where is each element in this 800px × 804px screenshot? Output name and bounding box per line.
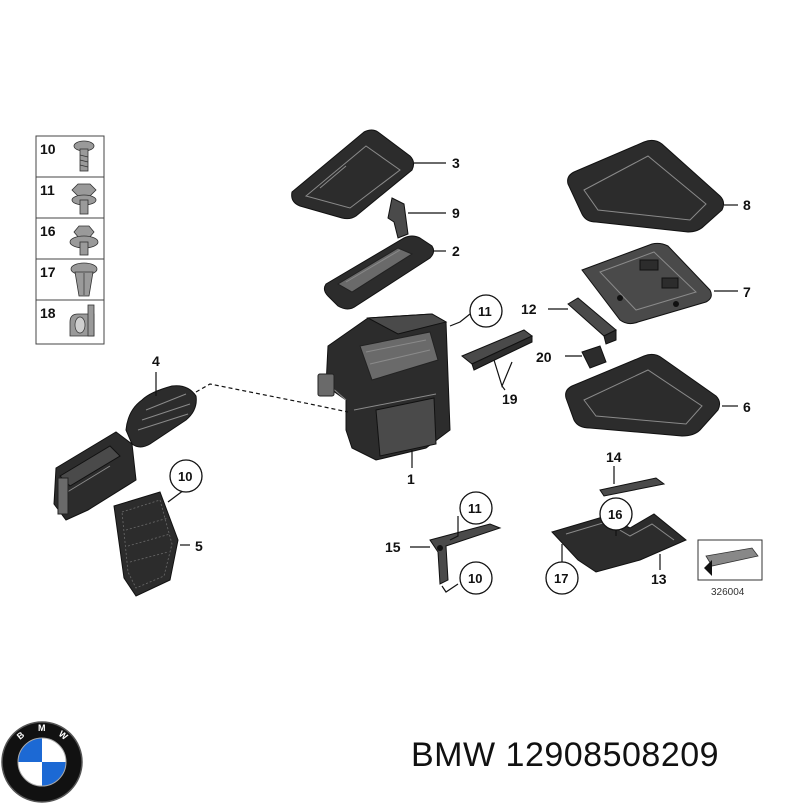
brand-name: BMW <box>411 736 496 774</box>
part-12-bracket <box>567 297 617 345</box>
table-number-17: 17 <box>40 264 56 280</box>
callout-10-b: 10 <box>468 571 482 586</box>
callout-3: 3 <box>452 155 460 171</box>
callout-12: 12 <box>521 301 537 317</box>
callout-4: 4 <box>152 353 160 369</box>
bolt-icon <box>73 140 95 172</box>
part-2-carrier <box>323 235 435 310</box>
callout-11-a: 11 <box>478 304 492 319</box>
callout-14: 14 <box>606 449 622 465</box>
part-number-caption: BMW 12908508209 <box>411 736 719 775</box>
callout-13: 13 <box>651 571 667 587</box>
callout-15: 15 <box>385 539 401 555</box>
callout-11-b: 11 <box>468 501 482 516</box>
flange-nut-icon <box>69 225 99 256</box>
part-8-cover <box>567 139 725 233</box>
part-20-block <box>581 345 607 369</box>
part-19-rail <box>461 329 533 371</box>
callout-16: 16 <box>608 507 622 522</box>
callout-6: 6 <box>743 399 751 415</box>
hex-nut-icon <box>71 183 97 215</box>
diagram-reference-number: 326004 <box>711 587 745 598</box>
table-number-11: 11 <box>40 182 55 198</box>
callout-10-a: 10 <box>178 469 192 484</box>
table-number-18: 18 <box>40 305 56 321</box>
expanding-nut-icon <box>70 262 98 297</box>
callout-2: 2 <box>452 243 460 259</box>
callout-9: 9 <box>452 205 460 221</box>
callout-20: 20 <box>536 349 552 365</box>
part-5-grille <box>113 491 179 597</box>
fasteners-table: 10 11 16 17 18 <box>35 135 105 345</box>
part-7-plate <box>581 242 712 325</box>
part-15-bracket <box>429 523 502 585</box>
part-number: 12908508209 <box>505 736 720 774</box>
part-6-cover <box>565 353 721 437</box>
bmw-logo: B M W <box>1 721 83 803</box>
logo-letter-m: M <box>38 723 47 733</box>
table-number-16: 16 <box>40 223 56 239</box>
table-number-10: 10 <box>40 141 56 157</box>
part-9-bracket <box>387 197 409 239</box>
callout-17: 17 <box>554 571 568 586</box>
part-14-strip <box>599 477 666 497</box>
part-4-duct <box>53 385 197 521</box>
callout-1: 1 <box>407 471 415 487</box>
part-1-box <box>317 313 451 461</box>
clip-icon <box>69 304 95 337</box>
callout-8: 8 <box>743 197 751 213</box>
part-3-cover <box>291 129 415 220</box>
callout-7: 7 <box>743 284 751 300</box>
reference-arrow-box <box>697 539 763 581</box>
callout-19: 19 <box>502 391 518 407</box>
callout-5: 5 <box>195 538 203 554</box>
